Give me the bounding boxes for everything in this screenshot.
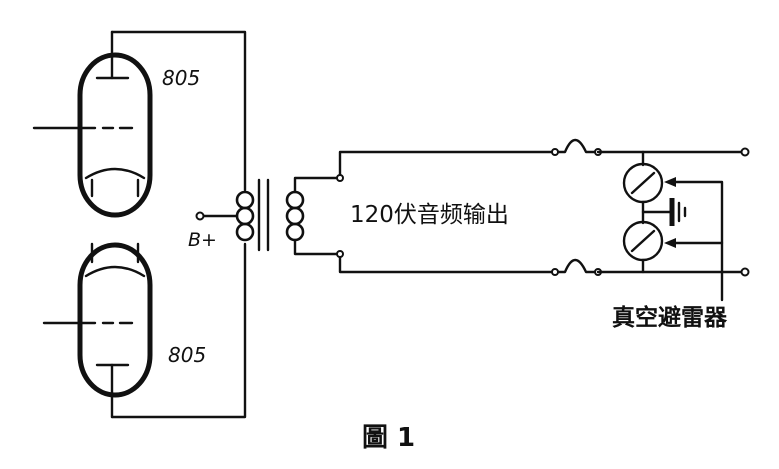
fuse-top-terminal-1 xyxy=(551,148,559,156)
vacuum-arrester xyxy=(622,150,724,302)
wire-output-top xyxy=(293,150,557,194)
line-top-terminal xyxy=(740,147,750,157)
output-node-bottom xyxy=(336,250,344,258)
arrester-bottom-gap xyxy=(630,229,656,253)
output-voltage-label: 120伏音频输出 xyxy=(350,202,509,228)
arrow-icon xyxy=(664,177,676,187)
wire-bottom-plate xyxy=(110,242,247,419)
fuse-bottom xyxy=(553,258,600,274)
output-node-top xyxy=(336,174,344,182)
vacuum-arrester-label: 真空避雷器 xyxy=(612,304,728,331)
tube-bottom-envelope xyxy=(77,242,153,398)
b-plus-terminal xyxy=(195,211,205,221)
figure-caption: 圖 1 xyxy=(362,423,415,453)
b-plus-label: B+ xyxy=(188,229,217,251)
arrow-icon-2 xyxy=(664,238,676,248)
tube-top-filament xyxy=(84,167,146,180)
wire-output-bottom xyxy=(293,238,557,274)
fuse-bottom-terminal-1 xyxy=(551,268,559,276)
fuse-top xyxy=(553,138,600,154)
arrester-label-pointer xyxy=(666,180,724,302)
arrester-top-gap xyxy=(630,171,656,195)
line-bottom-terminal xyxy=(740,267,750,277)
tube-top-envelope xyxy=(77,52,153,218)
output-transformer xyxy=(195,178,305,252)
wire-top-plate xyxy=(110,30,247,192)
tube-bottom-filament xyxy=(84,265,146,278)
tube-top xyxy=(32,30,153,218)
tube-bottom-label: 805 xyxy=(168,343,206,367)
tube-top-label: 805 xyxy=(162,66,200,90)
tube-bottom xyxy=(42,242,153,419)
